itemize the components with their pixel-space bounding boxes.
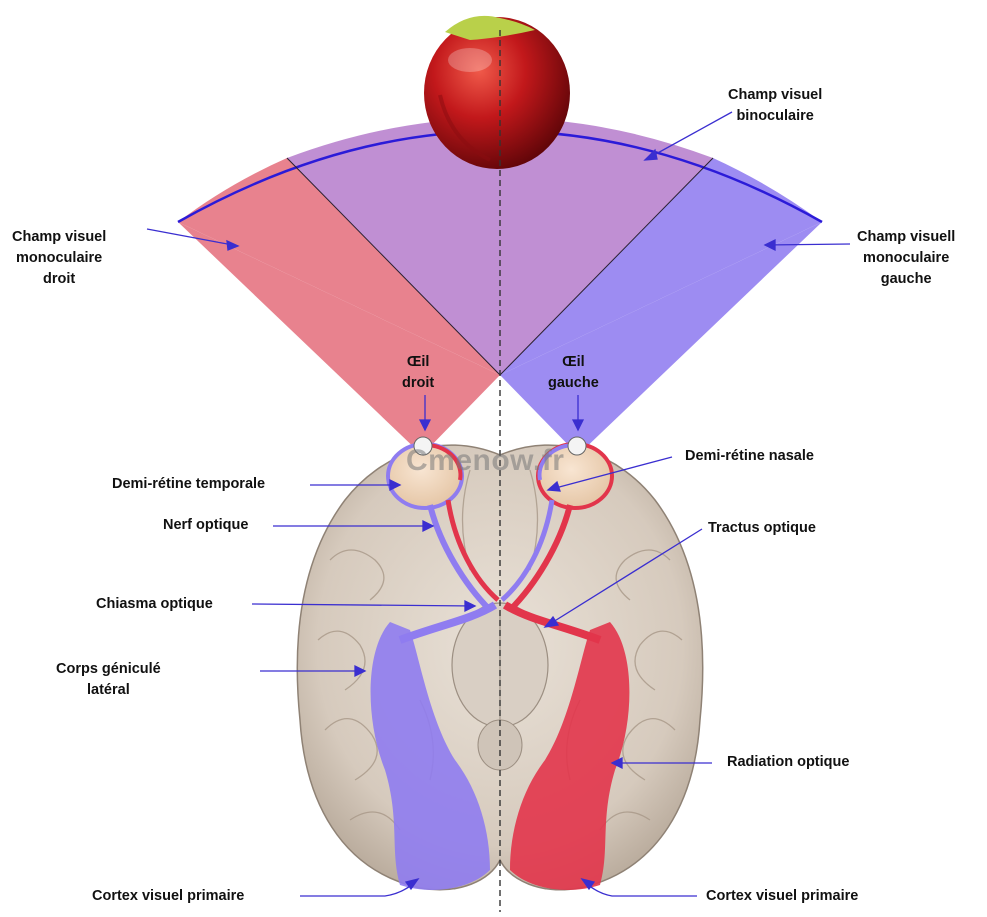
label-left-eye: Œil gauche xyxy=(548,352,599,394)
label-binocular-field: Champ visuel binoculaire xyxy=(728,85,822,127)
label-optic-chiasm: Chiasma optique xyxy=(96,594,213,615)
label-primary-visual-cortex-left: Cortex visuel primaire xyxy=(92,886,244,907)
label-line: latéral xyxy=(56,680,161,701)
label-nasal-hemiretina: Demi-rétine nasale xyxy=(685,446,814,467)
label-optic-nerve: Nerf optique xyxy=(163,515,248,536)
watermark-text: Cmenow.fr xyxy=(406,444,564,478)
label-right-monocular-field: Champ visuel monoculaire droit xyxy=(12,227,106,290)
label-line: monoculaire xyxy=(12,248,106,269)
label-right-eye: Œil droit xyxy=(402,352,434,394)
label-line: Œil xyxy=(548,352,599,373)
label-left-monocular-field: Champ visuell monoculaire gauche xyxy=(857,227,955,290)
label-line: gauche xyxy=(857,269,955,290)
label-line: Champ visuell xyxy=(857,227,955,248)
apple-image xyxy=(424,16,570,169)
label-optic-radiation: Radiation optique xyxy=(727,752,849,773)
label-line: binoculaire xyxy=(728,106,822,127)
label-line: monoculaire xyxy=(857,248,955,269)
label-line: Œil xyxy=(402,352,434,373)
label-lateral-geniculate: Corps géniculé latéral xyxy=(56,659,161,701)
label-line: Corps géniculé xyxy=(56,659,161,680)
label-line: gauche xyxy=(548,373,599,394)
label-optic-tract: Tractus optique xyxy=(708,518,816,539)
label-line: droit xyxy=(12,269,106,290)
label-line: droit xyxy=(402,373,434,394)
label-primary-visual-cortex-right: Cortex visuel primaire xyxy=(706,886,858,907)
label-line: Champ visuel xyxy=(12,227,106,248)
label-line: Champ visuel xyxy=(728,85,822,106)
label-temporal-hemiretina: Demi-rétine temporale xyxy=(112,474,265,495)
